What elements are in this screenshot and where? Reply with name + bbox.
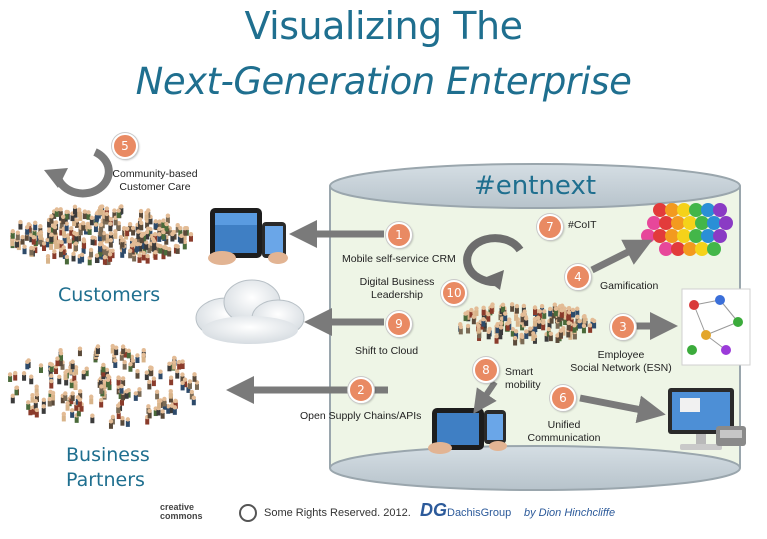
enterprise-crowd-image	[458, 302, 597, 346]
label-line: Leadership	[371, 289, 423, 301]
label-line: Smart	[505, 366, 534, 378]
creative-commons-logo: creative commons	[160, 503, 203, 521]
badge-6: 6	[550, 385, 576, 411]
label-mobile-crm: Mobile self-service CRM	[342, 253, 456, 265]
label-community-care: Community-based Customer Care	[95, 168, 215, 194]
label-line: mobility	[505, 379, 541, 391]
customers-crowd-image	[10, 204, 194, 266]
partners-label-line2: Partners	[66, 469, 145, 491]
arrow-gamification	[590, 239, 653, 274]
leadership-cycle-icon	[463, 234, 524, 290]
rights-text: Some Rights Reserved. 2012.	[264, 507, 411, 519]
company-name-b: Group	[480, 507, 512, 519]
page-title-line1: Visualizing The	[244, 4, 523, 48]
label-line: Digital Business	[359, 276, 435, 288]
partners-crowd-image	[7, 343, 200, 429]
badge-4: 4	[565, 264, 591, 290]
smart-mobility-devices-image	[428, 408, 507, 454]
gamification-brain-image	[641, 203, 733, 256]
badge-2: 2	[348, 377, 374, 403]
label-supply-chains: Open Supply Chains/APIs	[300, 410, 422, 422]
community-cycle-icon	[44, 148, 113, 198]
dachis-logo-icon: DG	[420, 500, 447, 520]
label-digital-leadership: Digital Business Leadership	[352, 276, 442, 302]
cc-line: creative	[160, 502, 195, 512]
badge-5: 5	[112, 133, 138, 159]
label-line: Unified	[547, 419, 581, 431]
cloud-image	[195, 279, 305, 344]
cc-attribution-icon	[239, 504, 257, 522]
badge-7: 7	[537, 214, 563, 240]
label-gamification: Gamification	[600, 280, 659, 292]
label-line: Customer Care	[119, 181, 191, 193]
byline: by Dion Hinchcliffe	[524, 507, 616, 519]
partners-label-line1: Business	[66, 444, 150, 466]
badge-8: 8	[473, 357, 499, 383]
badge-3: 3	[610, 314, 636, 340]
company-name-a: Dachis	[447, 507, 481, 519]
company-name: DachisGroup	[447, 507, 511, 519]
badge-9: 9	[386, 311, 412, 337]
mobile-devices-image	[208, 208, 288, 265]
label-unified-communication: Unified Communication	[516, 419, 612, 445]
label-coit: #CoIT	[568, 219, 597, 231]
arrow-uc	[579, 394, 666, 424]
label-esn: Employee Social Network (ESN)	[556, 349, 686, 375]
arrow-mobility	[473, 380, 498, 414]
page-title-line2: Next-Generation Enterprise	[135, 60, 632, 103]
unified-communication-image	[668, 388, 746, 450]
label-line: Community-based	[112, 168, 198, 180]
badge-10: 10	[441, 280, 467, 306]
social-network-image	[681, 288, 751, 366]
label-line: Employee	[597, 349, 645, 361]
customers-label: Customers	[58, 284, 161, 306]
hashtag-label: #entnext	[473, 171, 597, 201]
label-line: Communication	[527, 432, 601, 444]
cc-line: commons	[160, 511, 203, 521]
label-line: Social Network (ESN)	[570, 362, 672, 374]
label-shift-cloud: Shift to Cloud	[355, 345, 419, 357]
label-smart-mobility: Smart mobility	[505, 366, 541, 392]
badge-1: 1	[386, 222, 412, 248]
